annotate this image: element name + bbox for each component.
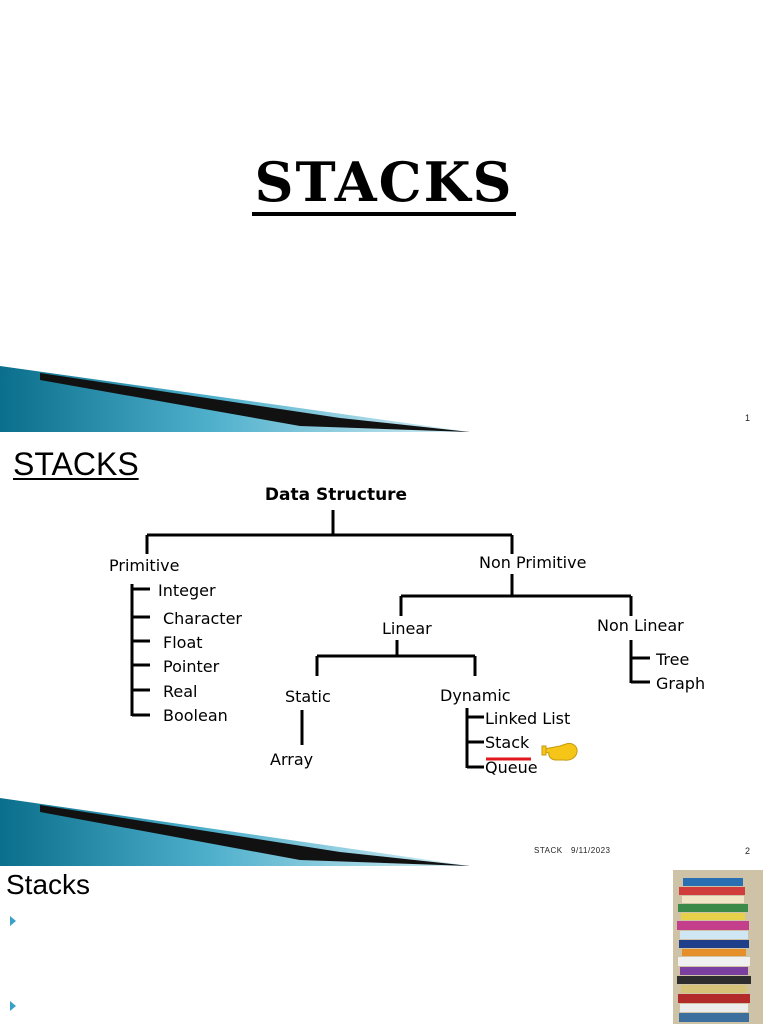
slide-3[interactable]: Stacks — [0, 866, 768, 1024]
swoosh-blue — [0, 366, 470, 432]
tree-primitive-item: Real — [163, 682, 198, 701]
book-stack-photo — [673, 870, 763, 1024]
tree-connectors — [130, 510, 650, 769]
tree-root-label: Data Structure — [265, 485, 407, 505]
slide-title: STACKS — [254, 150, 514, 214]
tree-dynamic-item: Stack — [485, 733, 530, 752]
swoosh-blue — [0, 798, 470, 866]
slide-title: Stacks — [6, 869, 91, 900]
tree-primitive-item: Pointer — [163, 657, 220, 676]
tree-primitive-label: Primitive — [109, 556, 179, 575]
bullet-icon — [10, 916, 16, 926]
slide-1[interactable]: STACKS 1 — [0, 0, 768, 432]
pointing-hand-icon — [541, 743, 578, 761]
tree-non-linear-item: Tree — [655, 650, 689, 669]
tree-static-item: Array — [270, 750, 313, 769]
tree-dynamic-label: Dynamic — [440, 686, 511, 705]
tree-primitive-item: Boolean — [163, 706, 228, 725]
page-number: 2 — [745, 846, 751, 856]
tree-primitive-item: Float — [163, 633, 203, 652]
tree-static-label: Static — [285, 687, 331, 706]
data-structure-tree: Data Structure Primitive Integer Charact… — [0, 485, 705, 866]
tree-dynamic-item: Queue — [485, 758, 538, 777]
tree-non-primitive-label: Non Primitive — [479, 553, 586, 572]
slide-decoration — [0, 366, 470, 432]
footer-title: STACK — [534, 846, 563, 855]
page-number: 1 — [745, 413, 751, 423]
tree-dynamic-item: Linked List — [485, 709, 570, 728]
tree-linear-label: Linear — [382, 619, 432, 638]
title-underline — [252, 212, 516, 216]
bullet-icon — [10, 1001, 16, 1011]
tree-non-linear-label: Non Linear — [597, 616, 684, 635]
tree-primitive-item: Integer — [158, 581, 216, 600]
footer-date: 9/11/2023 — [571, 846, 611, 855]
slide-2[interactable]: STACKS — [0, 432, 768, 866]
slide-title: STACKS — [13, 446, 139, 482]
book-stack-icon — [677, 878, 751, 1022]
tree-non-linear-item: Graph — [656, 674, 705, 693]
tree-primitive-item: Character — [163, 609, 242, 628]
